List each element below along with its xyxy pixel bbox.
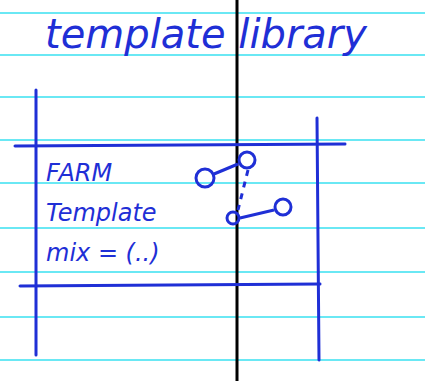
note-box: FARM Templatemix = (..) bbox=[35, 146, 318, 286]
graph-link bbox=[214, 164, 238, 174]
box-stroke bbox=[35, 90, 38, 355]
graph-circle bbox=[239, 152, 255, 168]
box-stroke bbox=[20, 284, 320, 286]
box-stroke bbox=[15, 144, 345, 146]
graph-link bbox=[238, 170, 248, 210]
graph-link bbox=[240, 210, 274, 218]
ruled-line bbox=[0, 96, 425, 98]
ruled-line bbox=[0, 316, 425, 318]
ruled-line bbox=[0, 359, 425, 361]
ruled-line bbox=[0, 271, 425, 273]
page-divider bbox=[236, 0, 239, 381]
box-overshoot bbox=[15, 90, 345, 360]
ruled-line bbox=[0, 227, 425, 229]
box-heading: FARM Template bbox=[46, 153, 157, 233]
box-formula: mix = (..) bbox=[46, 233, 307, 273]
graph-circle bbox=[227, 212, 239, 224]
graph-sketch bbox=[196, 152, 291, 224]
box-stroke bbox=[317, 118, 319, 360]
graph-circle bbox=[275, 199, 291, 215]
page-title: template library bbox=[45, 12, 367, 56]
graph-circle bbox=[196, 169, 214, 187]
ruled-line bbox=[0, 139, 425, 141]
ruled-lines bbox=[0, 13, 425, 360]
